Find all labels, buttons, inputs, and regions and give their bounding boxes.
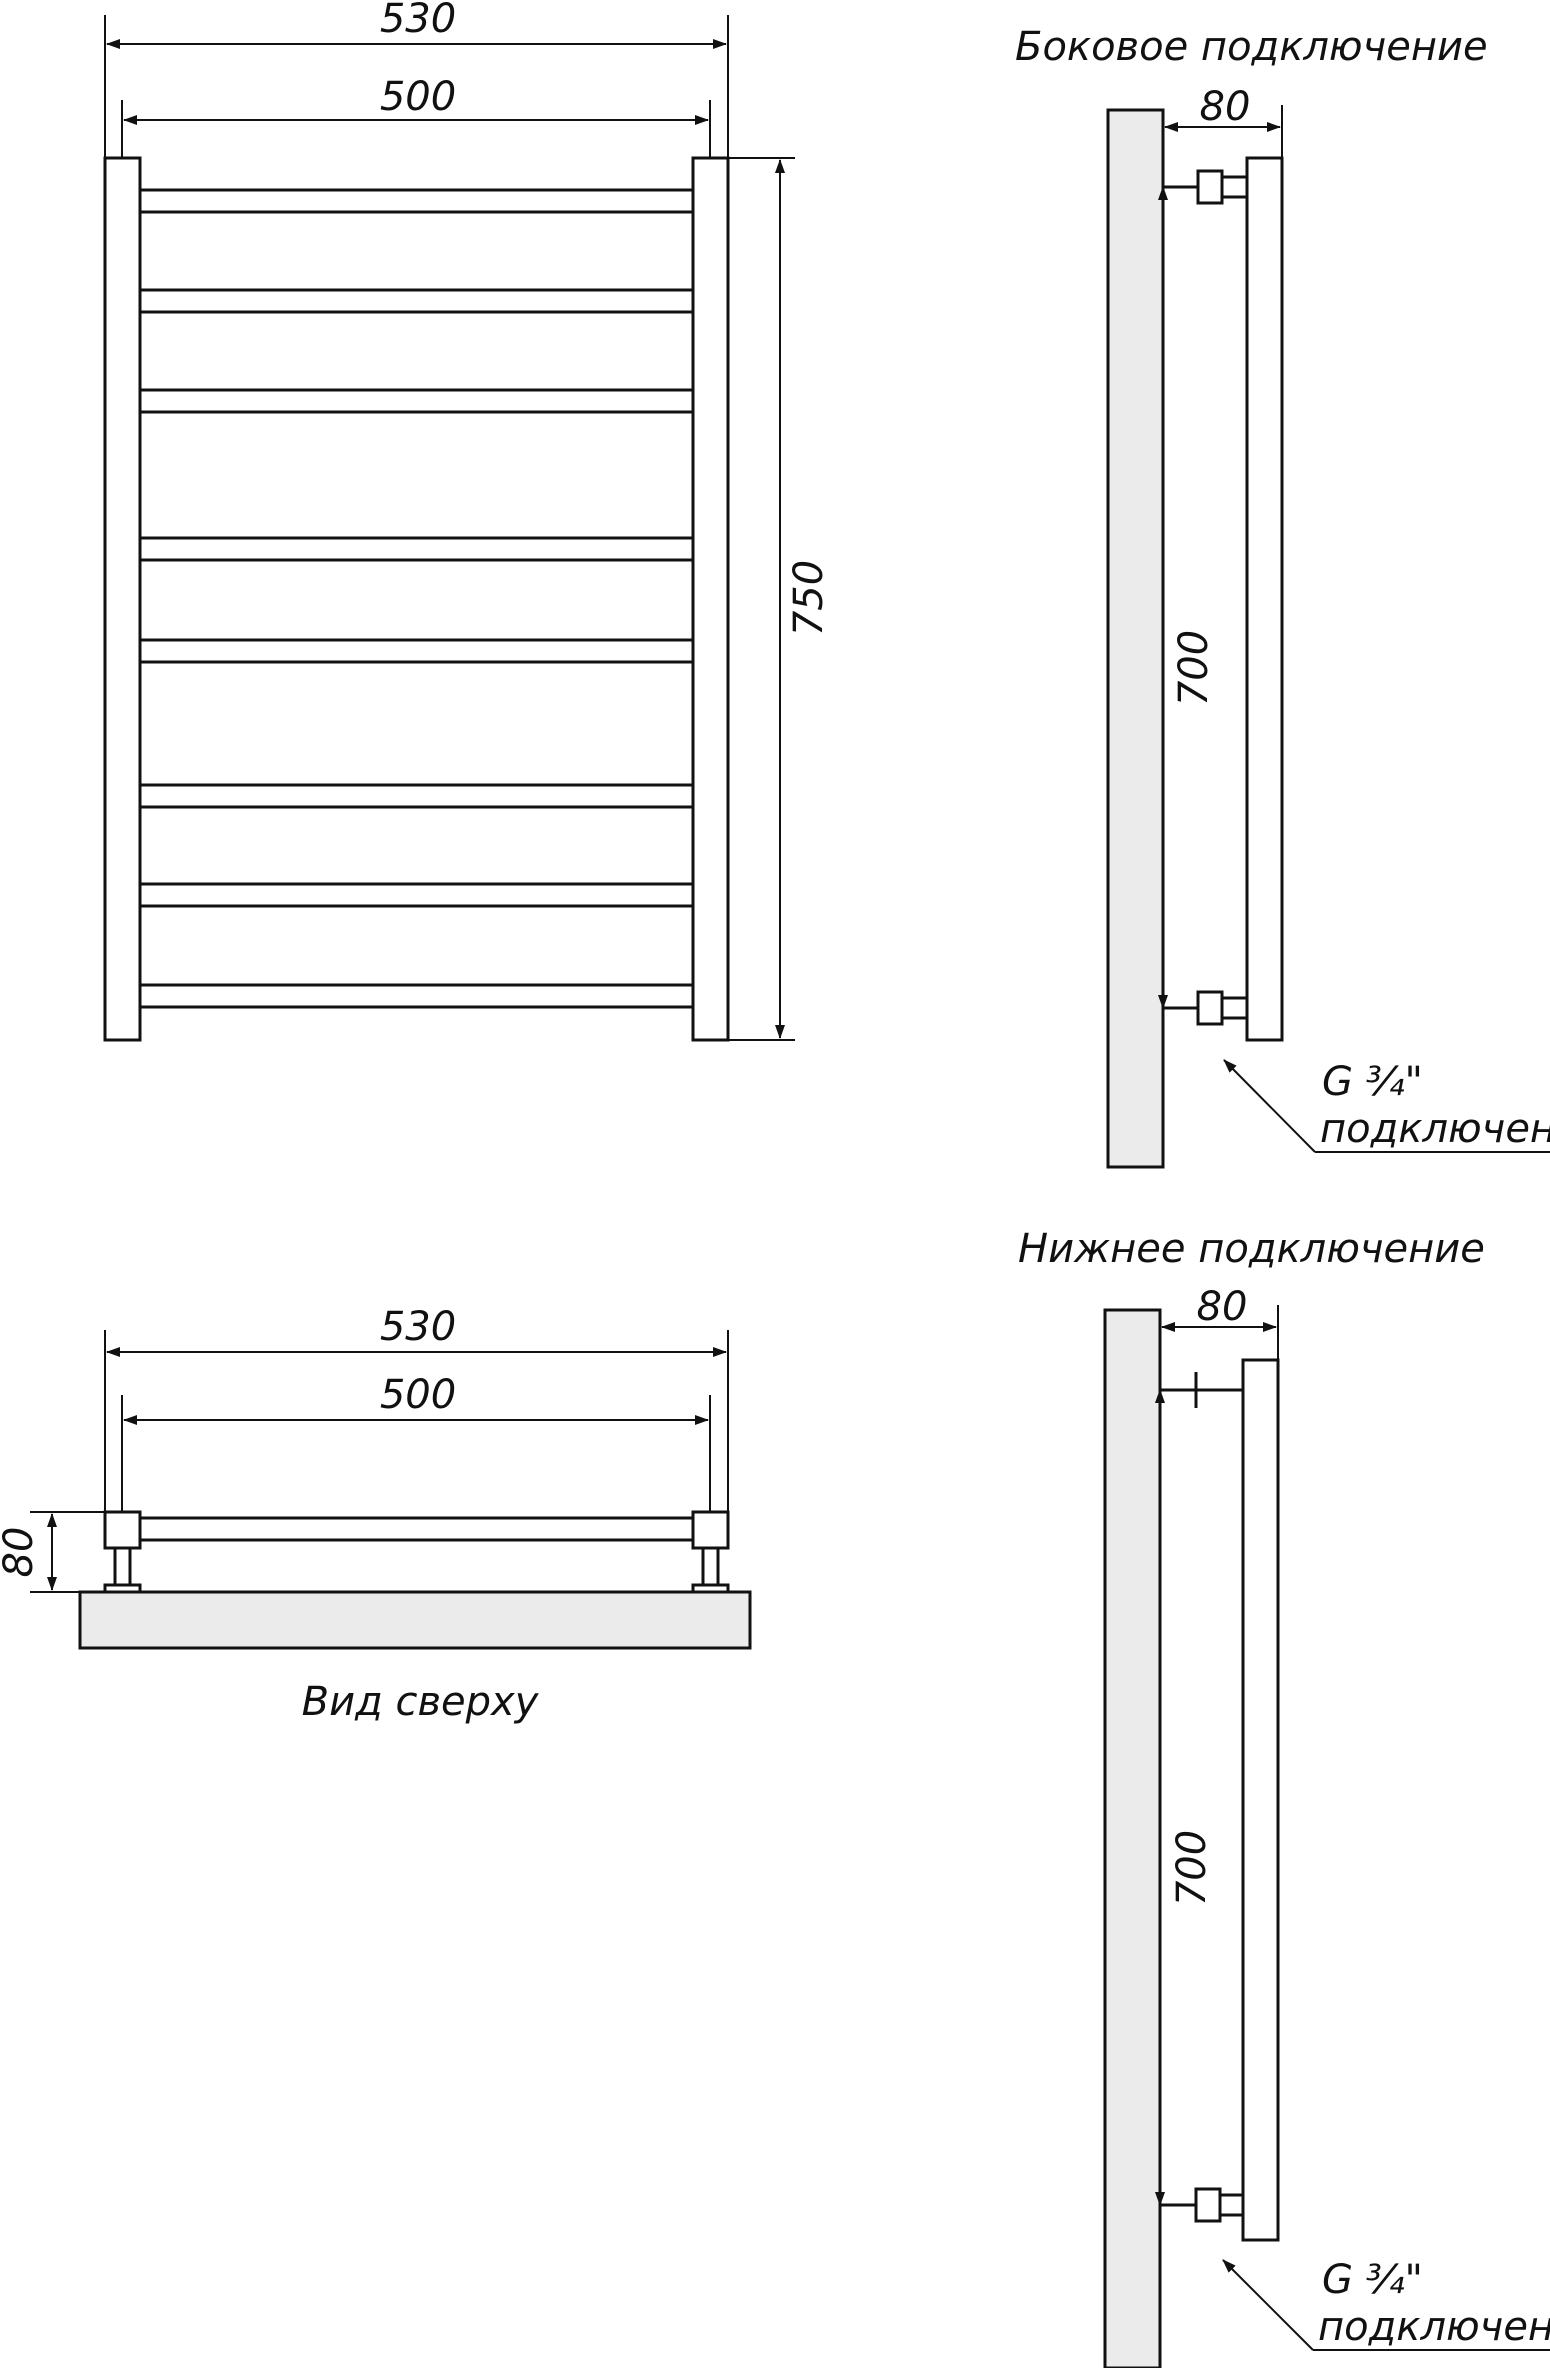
rung <box>138 882 695 908</box>
bracket-base <box>691 1583 730 1594</box>
rail-profile <box>1245 156 1284 1042</box>
rung <box>138 288 695 314</box>
rail-profile <box>1241 1358 1280 2242</box>
connector-valve <box>1220 175 1249 199</box>
left-post-top <box>103 1510 142 1550</box>
connector-valve <box>1218 2193 1245 2217</box>
dimension-500: 500 <box>380 74 456 120</box>
fitting-size-label: G ¾" <box>1322 1059 1423 1105</box>
side-connection-view: Боковое подключение 80 700 G ¾" подключе… <box>1015 24 1550 1169</box>
bottom-connection-title: Нижнее подключение <box>1018 1226 1485 1272</box>
connector-nut <box>1196 990 1224 1026</box>
leader-line <box>1222 2259 1314 2351</box>
rung <box>138 388 695 414</box>
connector-nut <box>1194 2187 1222 2223</box>
right-post <box>691 156 730 1042</box>
dimension-80: 80 <box>1200 84 1251 130</box>
dimension-530: 530 <box>380 0 456 42</box>
fitting-size-label: G ¾" <box>1322 2257 1423 2303</box>
leader-line <box>1223 1059 1316 1153</box>
bracket-base <box>103 1583 142 1594</box>
connector-nut <box>1196 169 1224 205</box>
side-connection-title: Боковое подключение <box>1015 24 1488 70</box>
dimension-500: 500 <box>380 1372 456 1418</box>
bar-top <box>138 1516 695 1542</box>
wall-profile <box>1103 1308 1162 2368</box>
front-view: 530 500 750 <box>103 0 832 1042</box>
rung <box>138 983 695 1009</box>
bottom-connection-view: Нижнее подключение 80 700 G ¾" подключен… <box>1018 1226 1550 2368</box>
right-post-top <box>691 1510 730 1550</box>
fitting-note-label: подключение <box>1318 2304 1550 2350</box>
dimension-80: 80 <box>1197 1284 1248 1330</box>
top-view: 530 500 80 Вид сверху <box>0 1304 752 1725</box>
rungs-group <box>138 188 695 1009</box>
dimension-700: 700 <box>1171 630 1217 706</box>
rung <box>138 638 695 664</box>
rung <box>138 536 695 562</box>
top-view-caption: Вид сверху <box>302 1679 540 1725</box>
rung <box>138 188 695 214</box>
wall-top <box>78 1590 752 1650</box>
left-post <box>103 156 142 1042</box>
dimension-530: 530 <box>380 1304 456 1350</box>
dimension-750: 750 <box>786 560 832 636</box>
wall-profile <box>1106 108 1165 1169</box>
fitting-note-label: подключение <box>1320 1106 1550 1152</box>
dimension-700: 700 <box>1169 1830 1215 1906</box>
dimension-80: 80 <box>0 1527 42 1578</box>
rung <box>138 783 695 809</box>
connector-valve <box>1220 996 1249 1020</box>
